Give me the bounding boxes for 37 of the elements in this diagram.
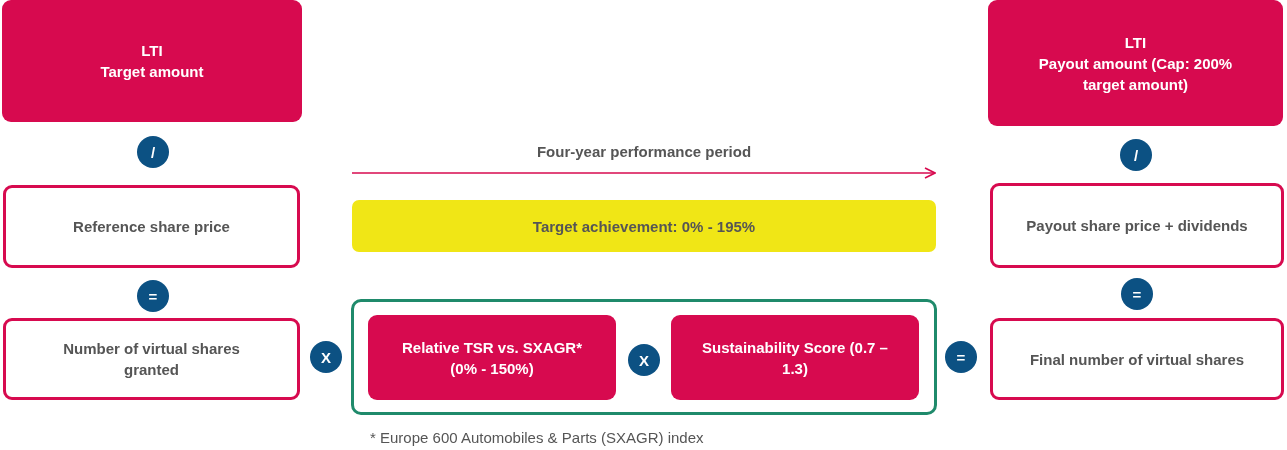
group-frame <box>351 299 937 415</box>
node-text: Target amount <box>99 62 205 82</box>
node-text: / <box>1133 145 1139 166</box>
value-box <box>3 318 300 400</box>
node-text: Sustainability Score (0.7 – 1.3) <box>701 337 889 379</box>
node-text: Payout amount (Cap: 200% target amount) <box>1037 53 1234 95</box>
factor-box <box>368 315 616 400</box>
operator-circle <box>628 344 660 376</box>
node-text: Final number of virtual shares <box>1028 349 1246 370</box>
result-box <box>988 0 1283 126</box>
node-text: X <box>639 350 649 371</box>
value-box <box>990 318 1284 400</box>
node-text: Number of virtual shares granted <box>62 339 241 380</box>
node-text: = <box>956 347 966 368</box>
operator-circle <box>137 280 169 312</box>
operator-circle <box>137 136 169 168</box>
result-box <box>2 0 302 122</box>
node-text: = <box>148 286 158 307</box>
node-text: Reference share price <box>72 217 231 237</box>
node-text: X <box>321 347 331 368</box>
operator-circle <box>945 341 977 373</box>
node-text: = <box>1132 284 1142 305</box>
node-text: Target achievement: 0% - 195% <box>531 216 757 237</box>
node-text: / <box>150 142 156 163</box>
factor-box <box>671 315 919 400</box>
value-box <box>990 183 1284 268</box>
operator-circle <box>1121 278 1153 310</box>
period-label: Four-year performance period <box>536 143 752 160</box>
node-text: Payout share price + dividends <box>1025 216 1249 236</box>
footnote: * Europe 600 Automobiles & Parts (SXAGR) index <box>370 429 704 446</box>
node-text: Relative TSR vs. SXAGR* (0% - 150%) <box>400 337 584 379</box>
node-text: LTI <box>140 41 164 61</box>
value-box <box>3 185 300 268</box>
operator-circle <box>1120 139 1152 171</box>
operator-circle <box>310 341 342 373</box>
node-text: LTI <box>1123 32 1148 53</box>
target-bar <box>352 200 936 252</box>
